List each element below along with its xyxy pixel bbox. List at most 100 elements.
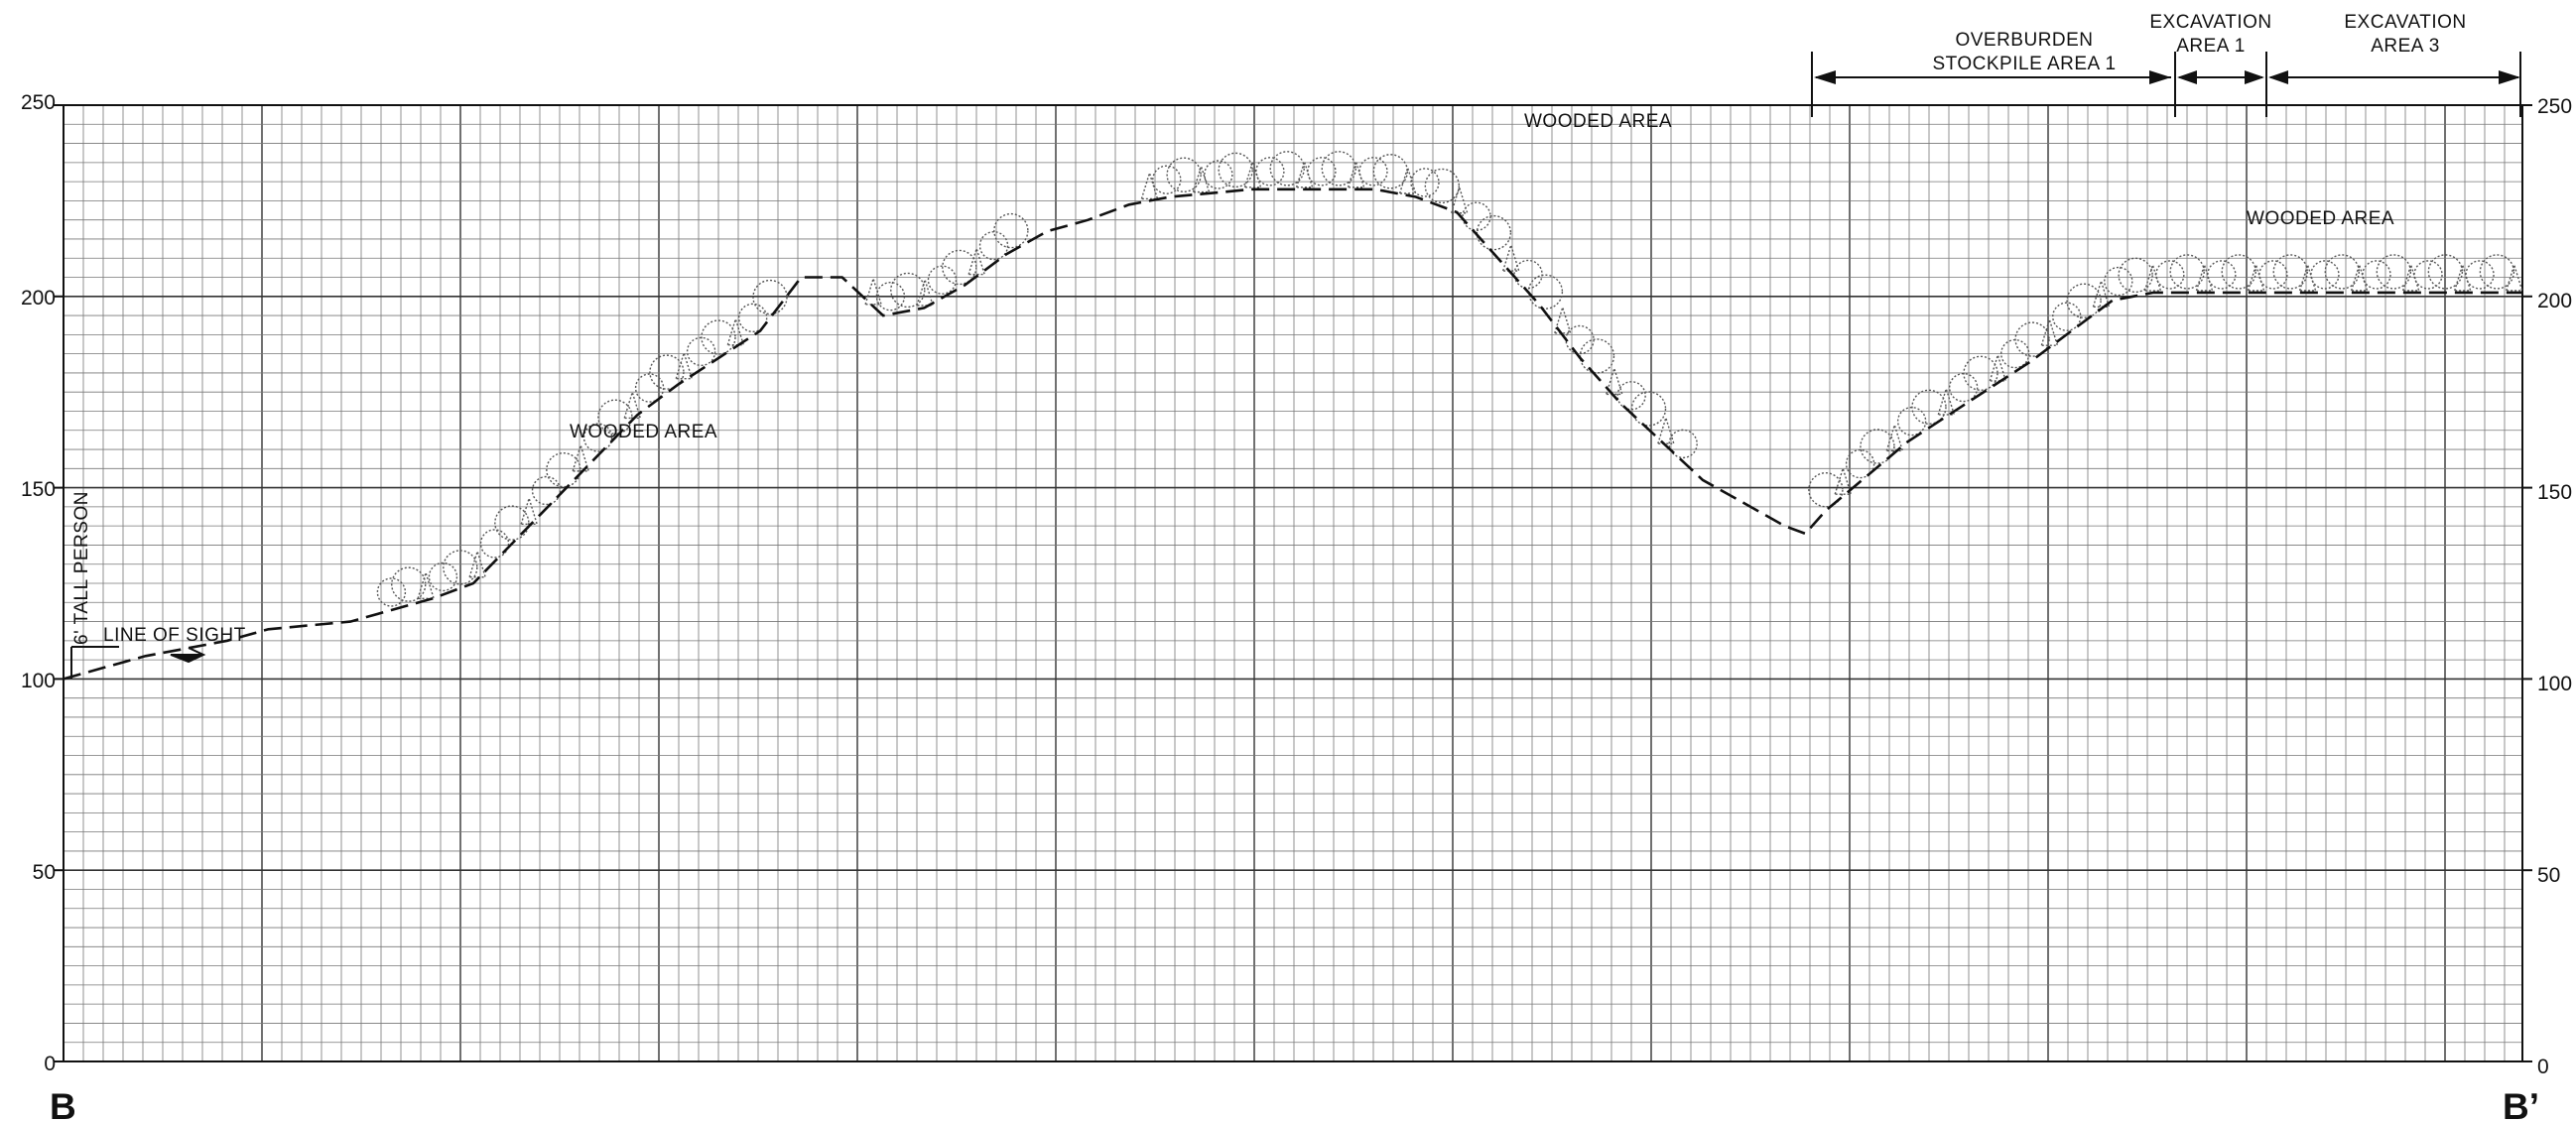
tree-symbol	[864, 276, 883, 306]
wooded-area-label-2: WOODED AREA	[1524, 111, 1672, 132]
tree-symbol	[428, 561, 458, 592]
tree-symbol	[1513, 259, 1543, 290]
y-tick-left-200: 200	[21, 287, 56, 310]
wooded-area-label-1: WOODED AREA	[570, 422, 717, 442]
tree-symbol	[1845, 448, 1875, 479]
tree-symbol	[1989, 352, 2007, 382]
tree-symbol	[2169, 254, 2205, 290]
tree-symbol	[1963, 355, 1998, 391]
tree-symbol	[1307, 157, 1337, 187]
y-axis-ticks: 250 200 150 100 50 0 250 200 150 100 50 …	[21, 91, 2572, 1078]
tree-symbol	[1501, 242, 1520, 272]
y-tick-left-0: 0	[44, 1053, 56, 1075]
tree-symbol	[701, 319, 736, 355]
tree-symbol	[1166, 157, 1202, 192]
tree-symbol	[1808, 472, 1844, 508]
tree-symbol	[890, 272, 926, 309]
tree-symbol	[1656, 415, 1675, 444]
tree-symbol	[1321, 151, 1356, 187]
y-tick-right-50: 50	[2537, 864, 2560, 887]
tree-symbol	[1860, 429, 1895, 464]
grid	[63, 104, 2522, 1062]
tree-symbol	[675, 350, 694, 380]
tree-symbol	[2465, 260, 2495, 290]
tree-symbol	[494, 505, 530, 541]
excavation-area-3-callout: EXCAVATION AREA 3	[2268, 12, 2521, 117]
tree-symbol	[2505, 262, 2523, 292]
tree-symbol	[1140, 171, 1159, 200]
tree-symbol	[1295, 159, 1314, 188]
tree-symbol	[391, 566, 427, 602]
tree-symbol	[572, 442, 590, 472]
tree-symbol	[2092, 278, 2111, 308]
y-tick-left-150: 150	[21, 478, 56, 501]
excavation-3-label-line1: EXCAVATION	[2344, 12, 2466, 33]
tree-symbol	[2040, 316, 2059, 346]
tree-symbol	[2066, 283, 2102, 318]
tree-symbol	[978, 230, 1009, 261]
plot-frame	[63, 104, 2523, 1062]
tree-symbol	[649, 354, 685, 390]
tree-symbol	[2014, 321, 2050, 357]
excavation-1-label-line1: EXCAVATION	[2149, 12, 2271, 33]
tree-symbol	[942, 249, 977, 286]
tree-symbol	[1192, 164, 1211, 193]
tree-symbol	[2310, 260, 2340, 290]
tree-symbol	[1937, 386, 1956, 416]
tree-symbol	[2413, 260, 2443, 290]
tree-symbol	[1218, 152, 1253, 188]
tree-symbol	[468, 549, 487, 578]
line-of-sight-label: LINE OF SIGHT	[103, 625, 246, 646]
tree-symbol	[967, 246, 986, 276]
tree-symbol	[2427, 254, 2464, 290]
section-start-label: B	[50, 1086, 76, 1121]
tree-symbol	[686, 336, 716, 367]
tree-symbol	[993, 212, 1029, 249]
stockpile-label-line2: STOCKPILE AREA 1	[1932, 54, 2116, 74]
ground-profile-line	[63, 187, 2522, 681]
stockpile-area-callout: OVERBURDEN STOCKPILE AREA 1	[1811, 30, 2171, 117]
tree-symbol	[1152, 165, 1182, 194]
tree-symbol	[582, 423, 613, 452]
tree-symbol	[417, 569, 436, 599]
tree-symbol	[1462, 201, 1491, 231]
tree-symbol	[2207, 260, 2237, 290]
tree-symbol	[1410, 168, 1440, 197]
tree-symbol	[916, 277, 935, 307]
excavation-1-label-line2: AREA 1	[2176, 36, 2246, 57]
tree-symbol	[1204, 160, 1233, 189]
tree-symbol	[1911, 389, 1947, 425]
axes	[54, 104, 2532, 1062]
y-tick-left-250: 250	[21, 91, 56, 114]
tree-symbol	[1565, 324, 1595, 355]
y-tick-right-100: 100	[2537, 673, 2572, 695]
excavation-area-1-callout: EXCAVATION AREA 1	[2149, 12, 2271, 117]
tree-symbol	[2118, 257, 2153, 294]
tree-symbol	[2272, 254, 2308, 290]
tree-symbol	[1255, 157, 1285, 187]
tree-symbol	[1668, 429, 1698, 459]
tree-symbol	[1885, 423, 1904, 452]
tree-symbol	[1269, 151, 1305, 187]
tree-symbol	[376, 577, 407, 607]
tree-symbol	[1243, 159, 1262, 188]
tree-symbol	[2324, 254, 2360, 290]
tree-symbol	[623, 390, 642, 420]
tree-symbol	[752, 279, 788, 315]
tree-symbol	[927, 265, 958, 295]
tree-symbol	[1579, 338, 1615, 374]
tree-canopy	[376, 151, 2523, 607]
tree-symbol	[2195, 262, 2214, 292]
excavation-3-label-line2: AREA 3	[2371, 36, 2440, 57]
tree-symbol	[1372, 154, 1408, 189]
tree-symbol	[1450, 185, 1469, 214]
person-height-label: 6' TALL PERSON	[71, 491, 92, 645]
tree-symbol	[2052, 302, 2082, 331]
tree-symbol	[2479, 254, 2515, 290]
tree-symbol	[1605, 365, 1623, 396]
section-end-label: B’	[2503, 1086, 2539, 1121]
tree-symbol	[1424, 168, 1461, 204]
tree-symbol	[443, 550, 478, 585]
tree-symbol	[1630, 391, 1667, 427]
tree-symbol	[520, 495, 539, 526]
